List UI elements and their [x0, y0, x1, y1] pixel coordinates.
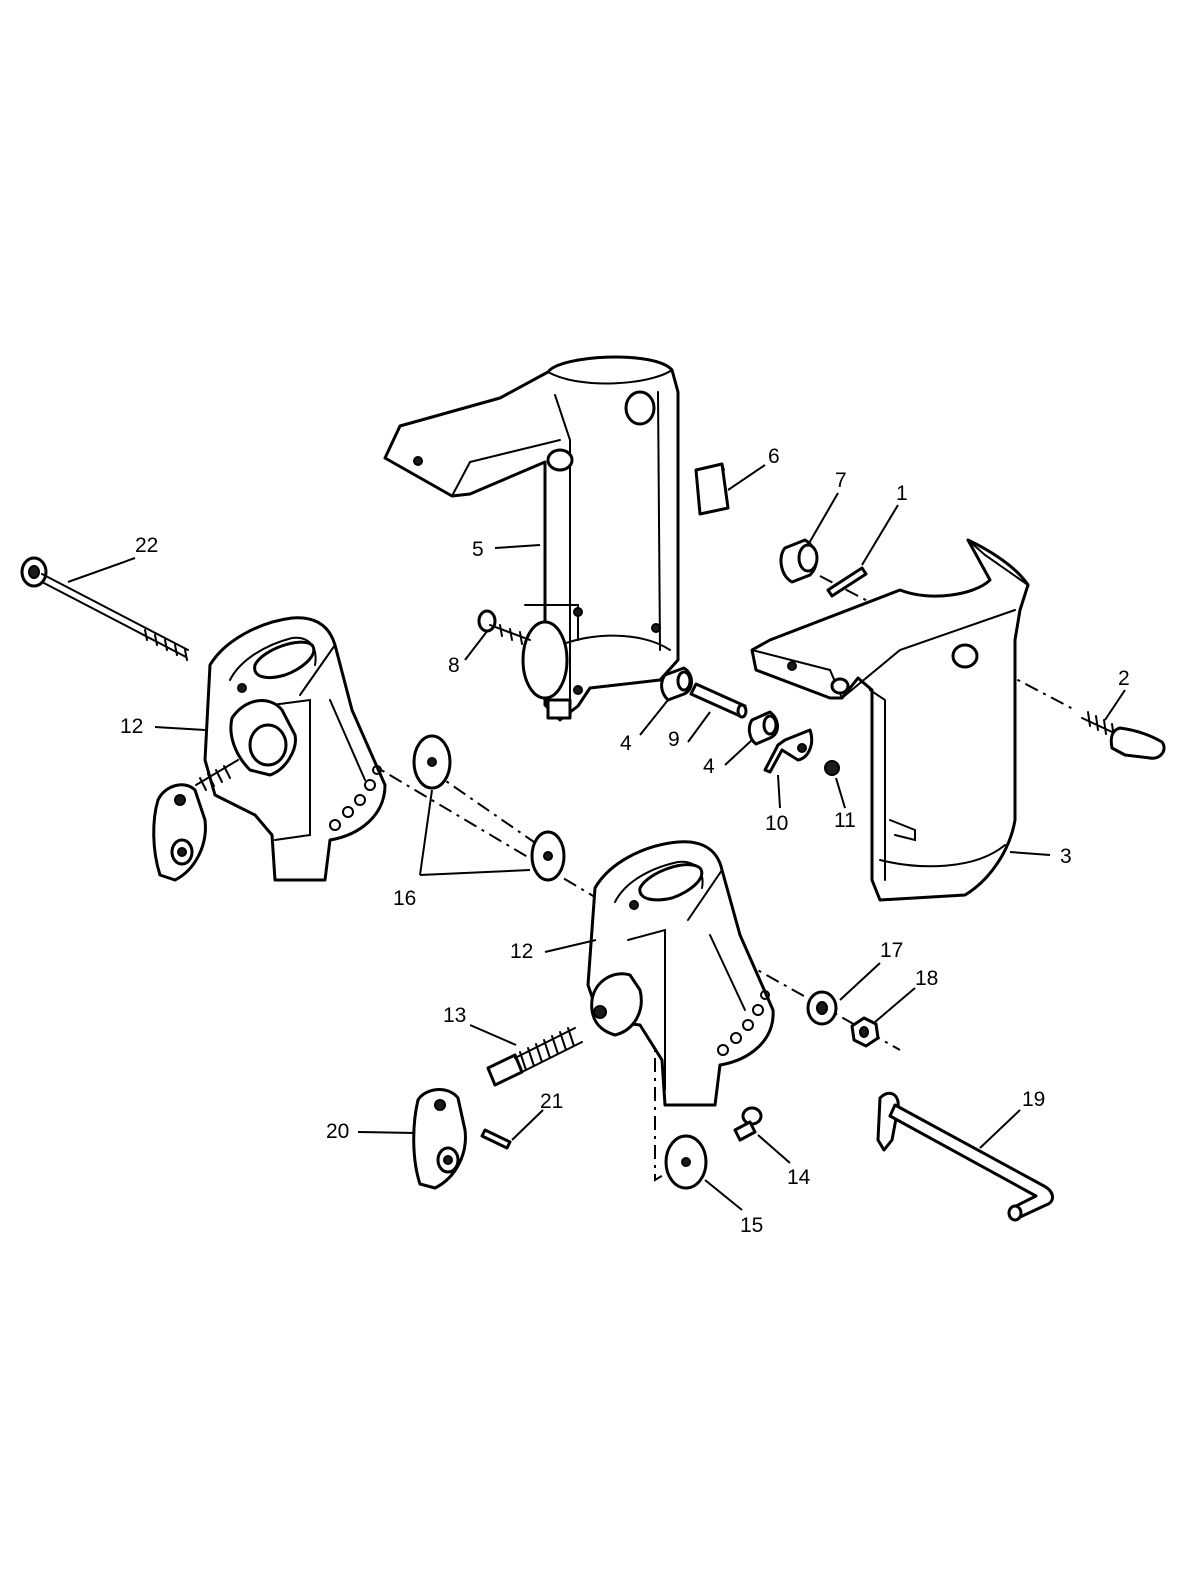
callout-1: 1 — [896, 482, 908, 505]
callout-9: 9 — [668, 728, 680, 751]
callout-10: 10 — [765, 812, 788, 835]
callout-16: 16 — [393, 887, 416, 910]
callout-13: 13 — [443, 1004, 466, 1027]
bushing-part-7 — [779, 538, 819, 584]
washer-part-17 — [806, 990, 838, 1026]
callout-17: 17 — [880, 939, 903, 962]
callout-12a: 12 — [120, 715, 143, 738]
screw-part-8 — [477, 609, 531, 645]
cotter-pin-part-1 — [826, 566, 868, 598]
callout-7: 7 — [835, 469, 847, 492]
pad-part-15 — [664, 1134, 708, 1190]
callout-2: 2 — [1118, 667, 1130, 690]
callout-labels: 1 2 3 4 4 5 6 7 8 9 10 11 12 12 13 14 15… — [120, 445, 1130, 1237]
callout-3: 3 — [1060, 845, 1072, 868]
callout-20: 20 — [326, 1120, 349, 1143]
callout-5: 5 — [472, 538, 484, 561]
callout-8: 8 — [448, 654, 460, 677]
pad-part-6 — [694, 462, 730, 516]
callout-11: 11 — [834, 809, 856, 832]
clamp-bolt-part-22 — [20, 556, 189, 661]
pin-part-9 — [689, 682, 748, 719]
callout-15: 15 — [740, 1214, 763, 1237]
pin-part-21 — [480, 1128, 512, 1150]
leader-lines — [67, 464, 1126, 1211]
tilt-rod-part-19 — [876, 1091, 1054, 1222]
washer-part-16a — [412, 734, 452, 790]
clamp-handle-part-20 — [412, 1088, 467, 1190]
collar-part-4b — [747, 710, 779, 746]
bolt-part-14 — [733, 1106, 763, 1142]
callout-22: 22 — [135, 534, 158, 557]
clamp-handle-upper — [152, 759, 239, 882]
callout-21: 21 — [540, 1090, 563, 1113]
nut-part-11 — [824, 760, 840, 776]
washer-part-16b — [530, 830, 566, 882]
thumb-screw-part-2 — [1081, 711, 1166, 760]
collar-part-4a — [660, 666, 693, 702]
callout-12b: 12 — [510, 940, 533, 963]
housing-part-3 — [750, 538, 1030, 902]
clamp-bracket-part-12b — [586, 840, 775, 1107]
callout-4a: 4 — [620, 732, 632, 755]
callout-18: 18 — [915, 967, 938, 990]
lock-lever-part-10 — [763, 728, 814, 774]
callout-6: 6 — [768, 445, 780, 468]
spring-part-13 — [486, 1027, 583, 1087]
nut-part-18 — [850, 1016, 880, 1048]
callout-14: 14 — [787, 1166, 811, 1189]
callout-19: 19 — [1022, 1088, 1045, 1111]
swivel-bracket-part-5 — [383, 355, 680, 722]
callout-4b: 4 — [703, 755, 715, 778]
clamp-bracket-part-12a — [203, 616, 387, 882]
